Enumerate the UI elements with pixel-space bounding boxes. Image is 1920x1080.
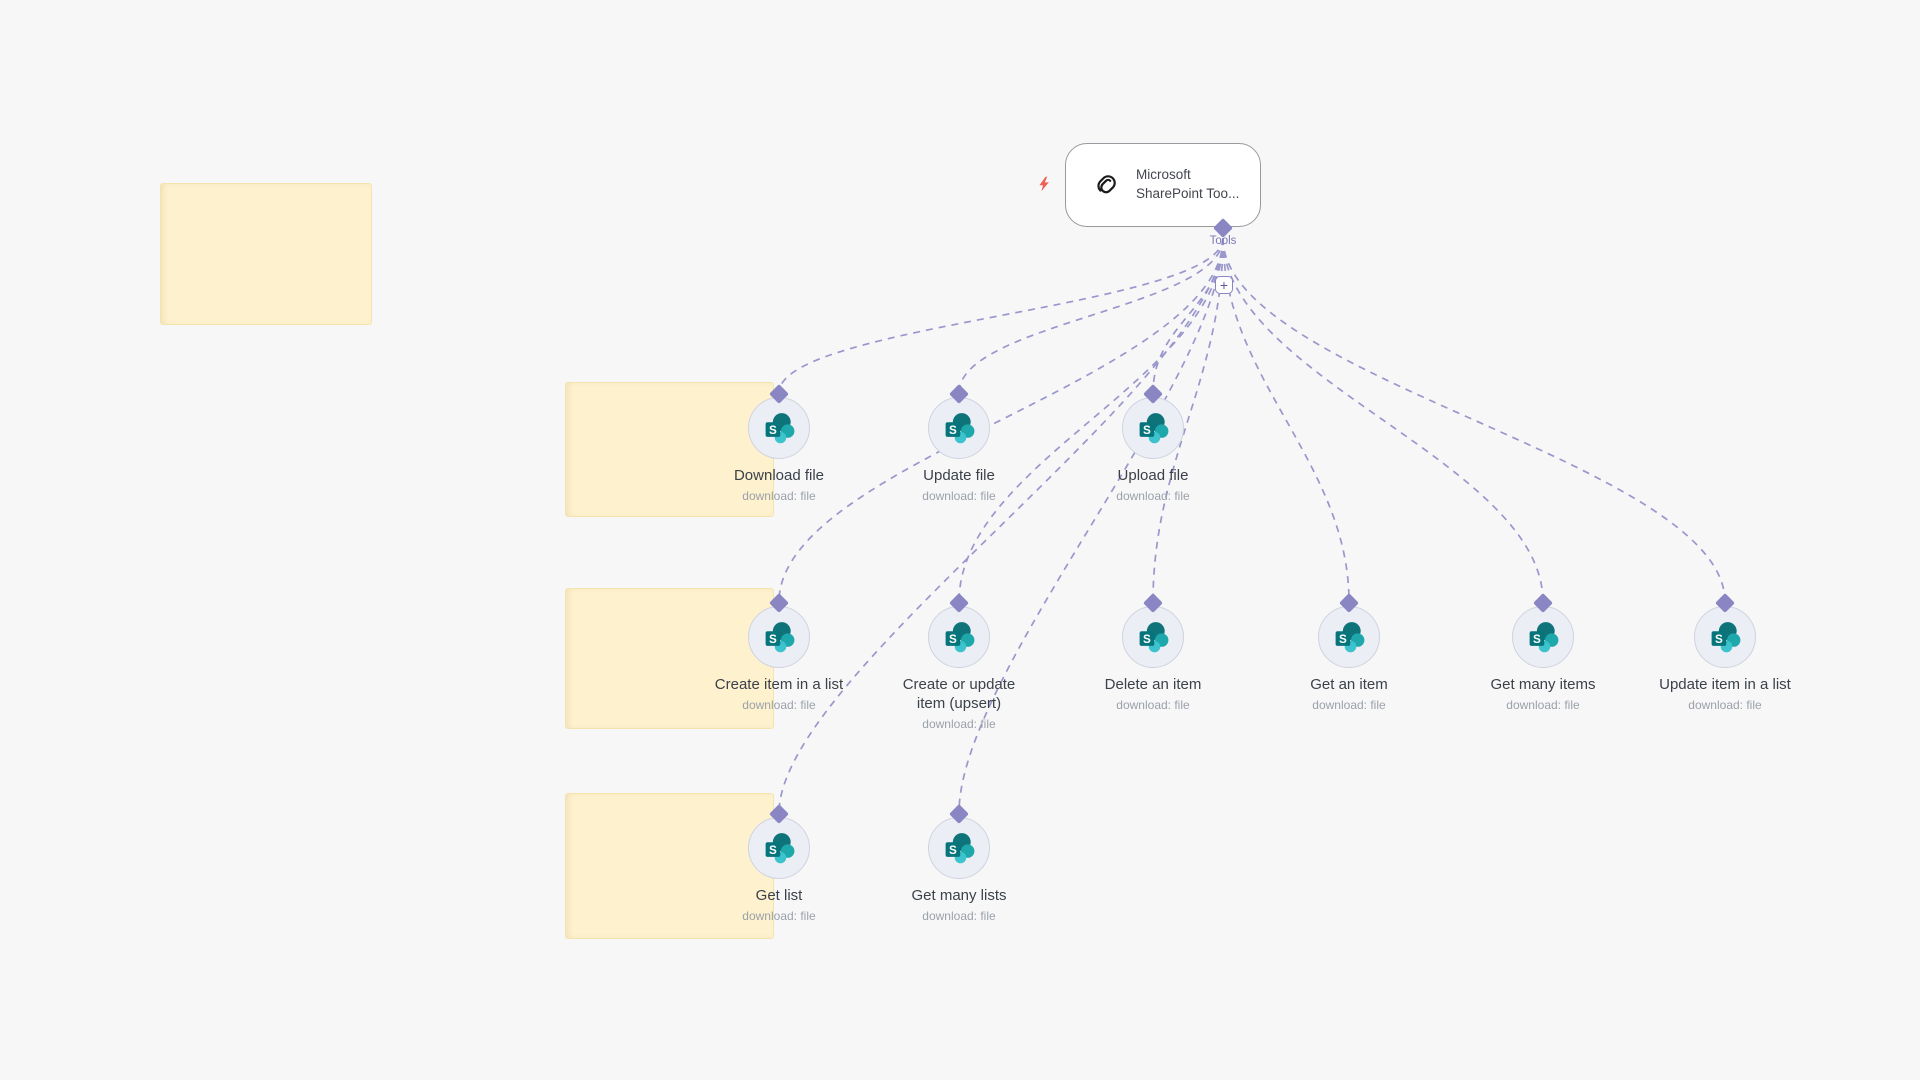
sharepoint-icon: S [945,833,975,864]
tool-node-label: Upload file [1117,467,1189,484]
tool-connection[interactable] [778,237,1224,394]
tool-node[interactable]: S Get many items download: file [1443,593,1643,712]
svg-text:S: S [1339,633,1347,646]
tool-node-subtitle: download: file [742,697,816,712]
tool-node-label: Create item in a list [714,676,844,693]
tool-node-subtitle: download: file [922,488,996,503]
tool-node-circle[interactable]: S [1122,384,1184,459]
lightning-bolt-icon [1039,176,1049,192]
sharepoint-icon: S [1529,622,1559,653]
tools-output-label: Tools [1209,235,1237,247]
tool-connection[interactable] [1222,237,1726,603]
sharepoint-icon: S [765,833,795,864]
tool-node-circle[interactable]: S [748,593,810,668]
sharepoint-icon: S [765,413,795,444]
tool-node-label: Get many items [1490,676,1596,693]
svg-text:S: S [769,633,777,646]
tool-node-label: Get list [755,887,803,904]
tool-node[interactable]: S Create or update item (upsert) download… [859,593,1059,731]
tool-node-label: Get an item [1310,676,1388,693]
tool-node-label: Create or update item (upsert) [902,676,1016,712]
svg-text:S: S [949,633,957,646]
svg-text:S: S [949,844,957,857]
tool-node-circle[interactable]: S [928,804,990,879]
svg-text:S: S [949,424,957,437]
svg-text:S: S [1715,633,1723,646]
tool-node-circle[interactable]: S [748,804,810,879]
sticky-note[interactable] [565,382,774,517]
tool-node-subtitle: download: file [1116,697,1190,712]
tool-connection[interactable] [778,237,1224,603]
add-tool-button[interactable]: + [1215,276,1233,294]
tool-node[interactable]: S Get list download: file [679,804,879,923]
tool-node-subtitle: download: file [1506,697,1580,712]
tool-connection[interactable] [958,237,1224,814]
tool-node[interactable]: S Upload file download: file [1053,384,1253,503]
sticky-note[interactable] [565,793,774,939]
sharepoint-icon: S [765,622,795,653]
tool-node-label: Update item in a list [1659,676,1791,693]
tool-node-subtitle: download: file [1116,488,1190,503]
tool-node-label: Get many lists [911,887,1007,904]
sticky-note[interactable] [565,588,774,729]
sharepoint-icon: S [1139,622,1169,653]
sharepoint-icon: S [1711,622,1741,653]
tool-node-label: Delete an item [1104,676,1202,693]
sharepoint-icon: S [1139,413,1169,444]
tool-node-subtitle: download: file [742,908,816,923]
sharepoint-icon: S [945,413,975,444]
tool-node[interactable]: S Create item in a list download: file [679,593,879,712]
tool-node-circle[interactable]: S [1318,593,1380,668]
svg-text:S: S [1143,424,1151,437]
sticky-note[interactable] [160,183,372,325]
svg-text:S: S [1143,633,1151,646]
tool-node-subtitle: download: file [922,908,996,923]
tool-node-circle[interactable]: S [1694,593,1756,668]
tool-node[interactable]: S Update item in a list download: file [1625,593,1825,712]
tool-node[interactable]: S Delete an item download: file [1053,593,1253,712]
coil-icon [1097,175,1116,194]
tool-node-circle[interactable]: S [1122,593,1184,668]
tool-node[interactable]: S Update file download: file [859,384,1059,503]
svg-text:S: S [769,424,777,437]
tool-node[interactable]: S Get an item download: file [1249,593,1449,712]
tool-node[interactable]: S Download file download: file [679,384,879,503]
agent-node[interactable]: Microsoft SharePoint Too... [1065,143,1261,227]
tool-node-subtitle: download: file [1312,697,1386,712]
tool-node-subtitle: download: file [922,716,996,731]
sharepoint-icon: S [1335,622,1365,653]
svg-text:S: S [769,844,777,857]
tool-node-circle[interactable]: S [1512,593,1574,668]
tool-node-circle[interactable]: S [928,593,990,668]
svg-text:S: S [1533,633,1541,646]
tool-connection[interactable] [958,237,1224,603]
tool-node-subtitle: download: file [1688,697,1762,712]
tool-connection[interactable] [778,237,1224,814]
sharepoint-icon: S [945,622,975,653]
agent-node-title: Microsoft SharePoint Too... [1136,167,1240,201]
tool-node-subtitle: download: file [742,488,816,503]
tool-node[interactable]: S Get many lists download: file [859,804,1059,923]
tool-node-circle[interactable]: S [928,384,990,459]
tool-node-circle[interactable]: S [748,384,810,459]
tool-node-label: Update file [923,467,995,484]
tool-connection[interactable] [1222,237,1544,603]
tool-connection[interactable] [958,237,1224,394]
tool-node-label: Download file [733,467,825,484]
